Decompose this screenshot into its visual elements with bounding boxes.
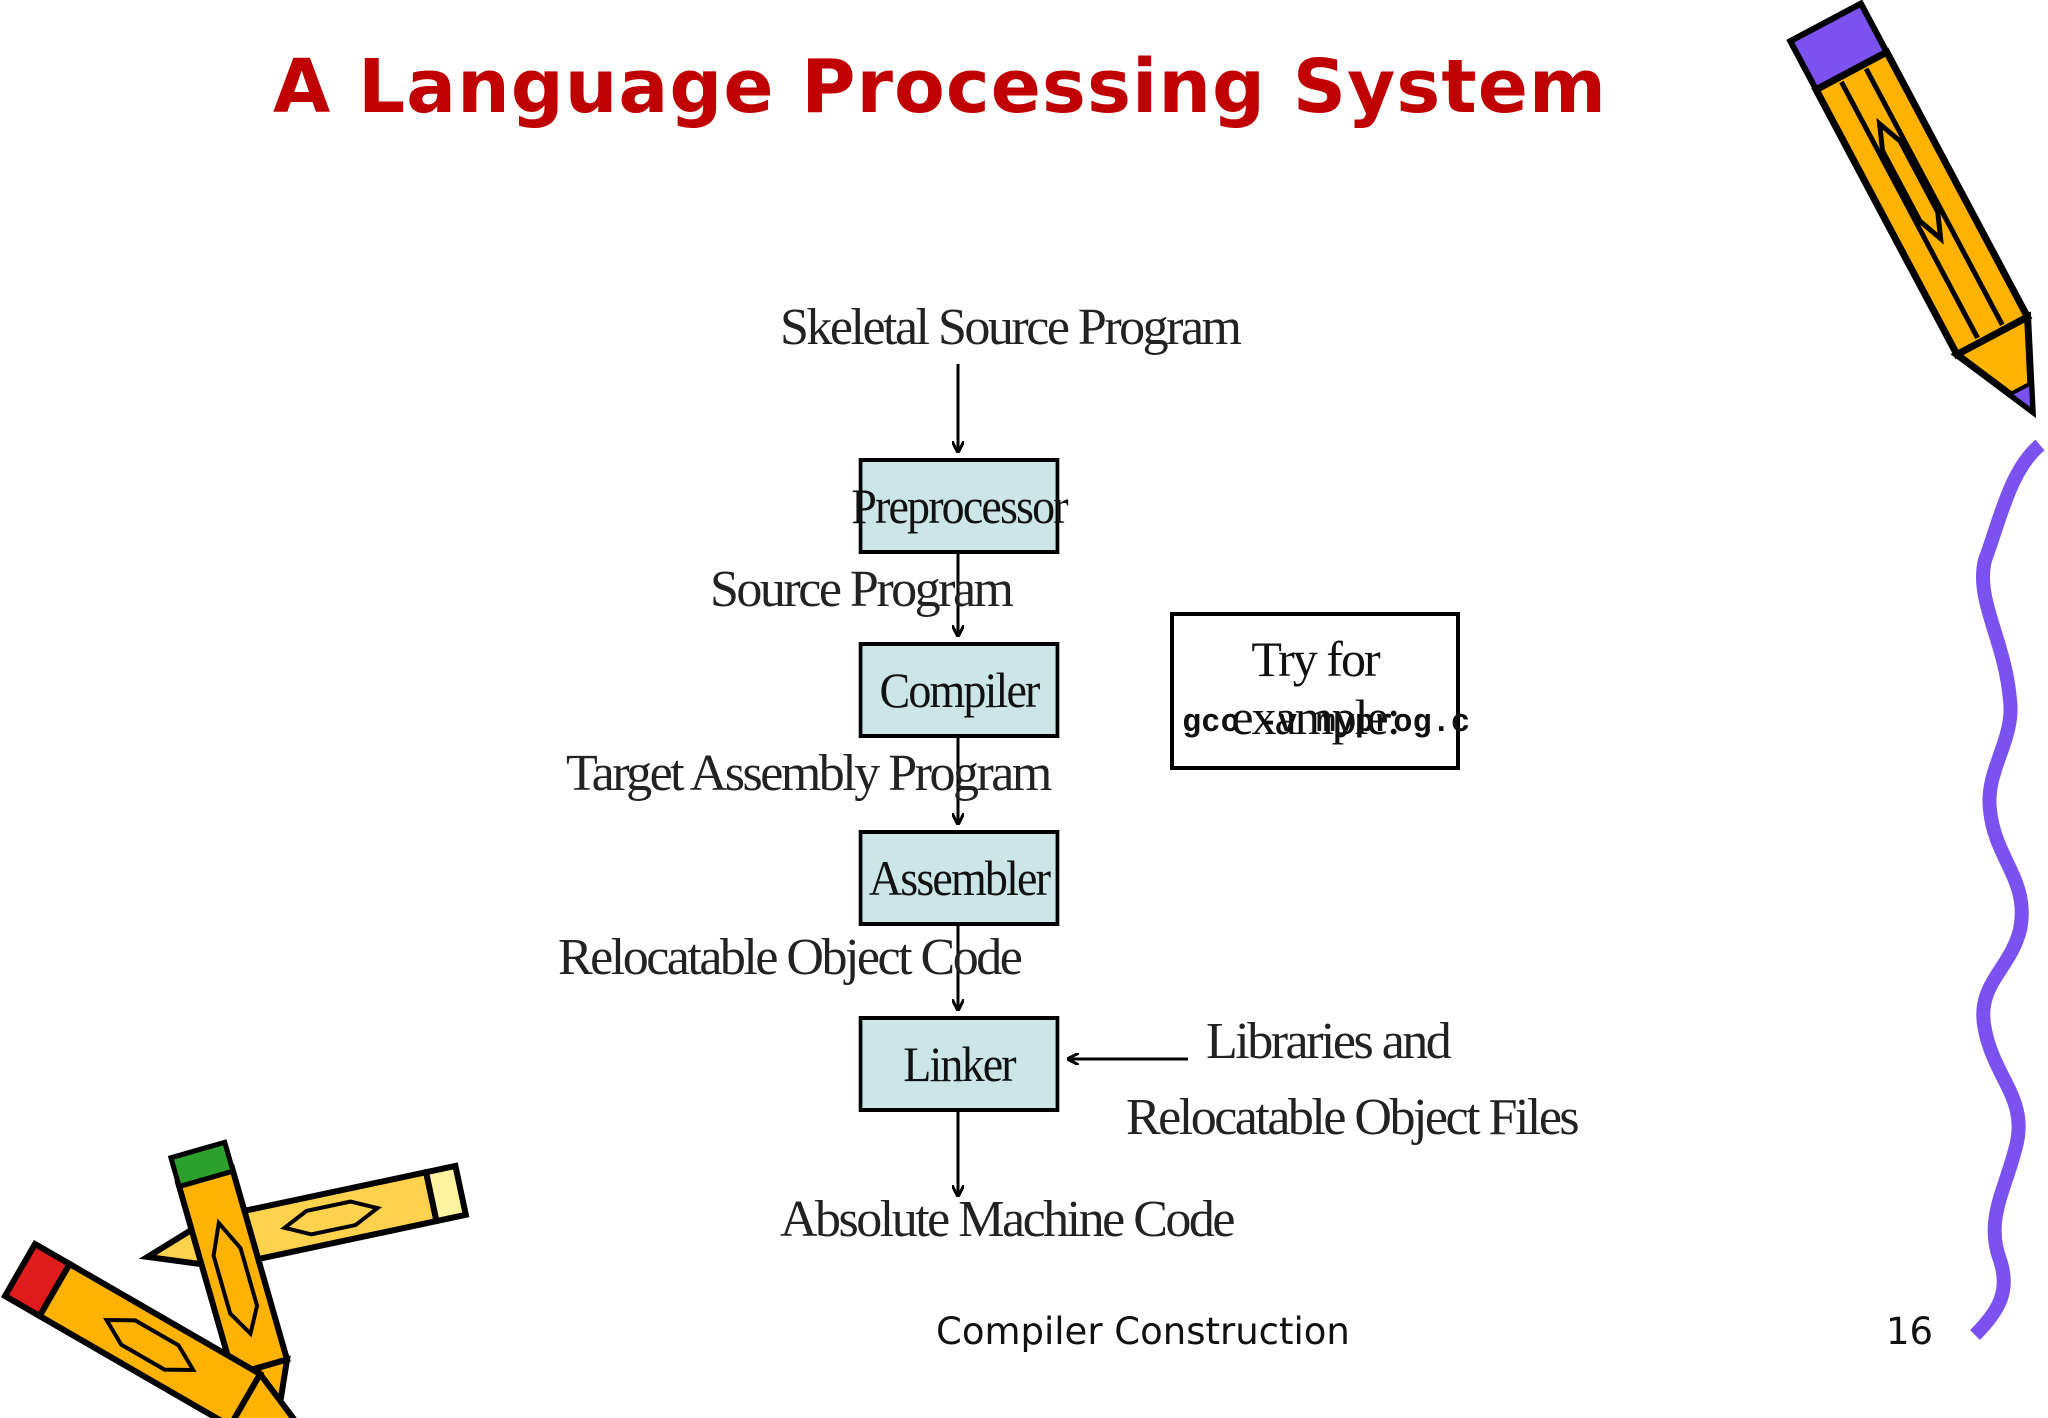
- preprocessor-box: Preprocessor: [851, 458, 1069, 554]
- libraries-label-line2: Relocatable Object Files: [1126, 1089, 1580, 1146]
- target-assembly-label: Target Assembly Program: [566, 745, 1052, 802]
- output-label: Absolute Machine Code: [780, 1191, 1235, 1248]
- example-command: gcc -v myprog.c: [1182, 704, 1471, 741]
- slide-number: 16: [1886, 1310, 1934, 1353]
- relocatable-code-label: Relocatable Object Code: [558, 929, 1023, 986]
- source-program-label: Source Program: [710, 561, 1014, 618]
- compiler-box: Compiler: [858, 642, 1060, 738]
- libraries-label-line1: Libraries and: [1206, 1013, 1452, 1070]
- footer-title: Compiler Construction: [936, 1310, 1350, 1353]
- slide-title: A Language Processing System: [272, 44, 1608, 130]
- example-title: Try for example:: [1231, 631, 1400, 745]
- linker-box: Linker: [858, 1016, 1060, 1112]
- input-label: Skeletal Source Program: [780, 299, 1242, 356]
- example-box: Try for example: gcc -v myprog.c: [1170, 612, 1470, 770]
- assembler-box: Assembler: [858, 830, 1060, 926]
